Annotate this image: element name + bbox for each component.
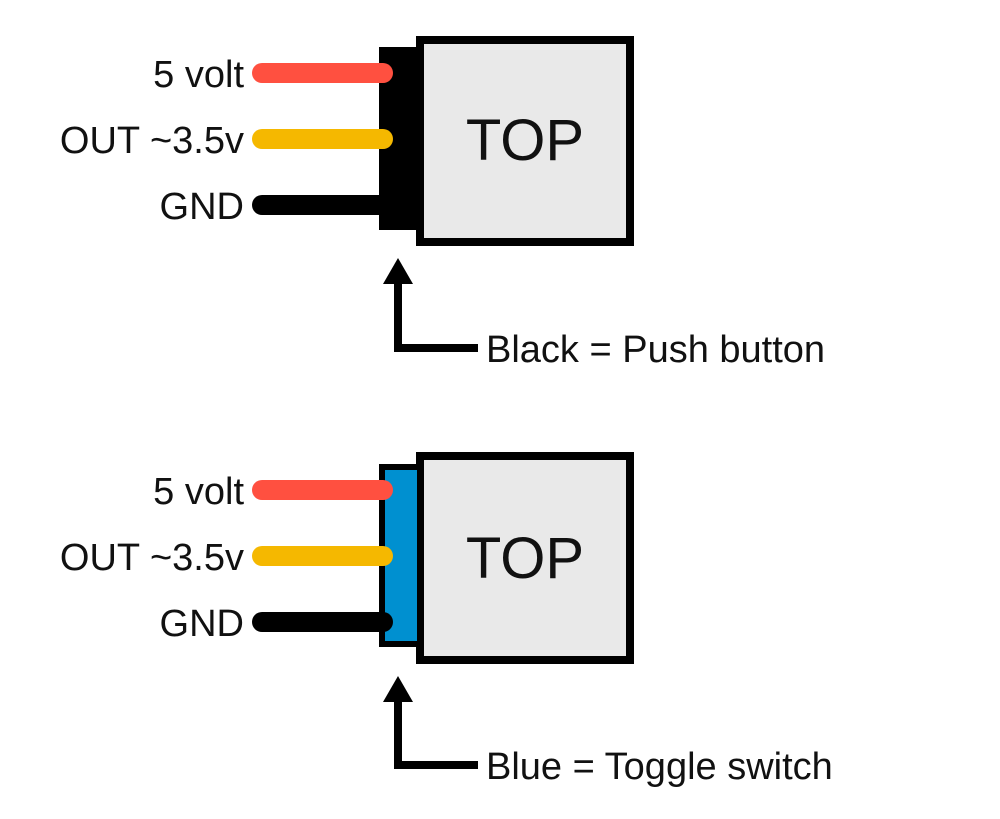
wire-label-gnd: GND: [160, 186, 244, 228]
arrow-head-icon: [383, 676, 413, 702]
arrow-line: [394, 700, 478, 769]
arrow-line: [394, 282, 478, 352]
top-label: TOP: [466, 108, 584, 173]
wire-label-5v: 5 volt: [153, 54, 244, 96]
caption: Black = Push button: [486, 329, 825, 371]
push-button-diagram: TOP 5 volt OUT ~3.5v GND Black = Push bu…: [60, 36, 825, 371]
module-body: [416, 452, 634, 664]
wire-label-5v: 5 volt: [153, 471, 244, 513]
wire-label-gnd: GND: [160, 603, 244, 645]
wire-label-out: OUT ~3.5v: [60, 120, 244, 162]
wire-label-out: OUT ~3.5v: [60, 537, 244, 579]
arrow-head-icon: [383, 258, 413, 284]
caption: Blue = Toggle switch: [486, 746, 833, 788]
top-label: TOP: [466, 526, 584, 591]
toggle-switch-diagram: TOP 5 volt OUT ~3.5v GND Blue = Toggle s…: [60, 452, 833, 788]
